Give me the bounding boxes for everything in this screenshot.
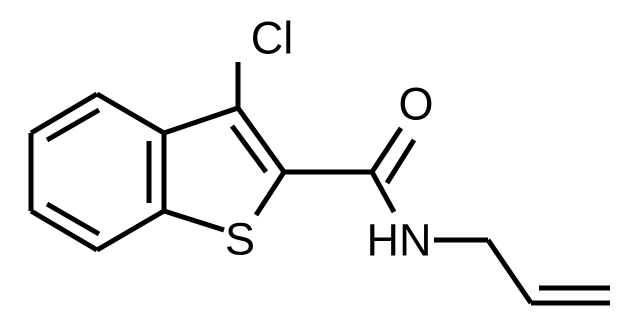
- chlorine-atom-label: Cl: [251, 13, 294, 64]
- bond-c6-c7: [29, 208, 99, 253]
- bond-carbonyl-n: [369, 170, 397, 214]
- bond-c3-c2: [235, 106, 287, 174]
- bond-c3a-c4: [95, 91, 166, 136]
- bond-c3-c2-inner: [229, 124, 269, 174]
- benzene-ring: [28, 91, 167, 253]
- bond-c2-s: [253, 170, 287, 217]
- carboxamide-group: [284, 126, 417, 214]
- bond-c4-c5-inner: [45, 107, 101, 143]
- bond-c6-c7-inner: [45, 201, 101, 237]
- bond-c4-c5: [29, 91, 99, 136]
- bond-c3a-c3: [163, 105, 239, 136]
- thiophene-ring: [163, 105, 287, 233]
- bond-ch2-ch: [485, 238, 534, 305]
- bond-s-c7a: [163, 208, 225, 233]
- bond-c7-c7a: [95, 208, 166, 253]
- allyl-chain: [434, 237, 610, 306]
- bond-carbonyl-o-inner: [384, 138, 417, 185]
- bond-carbonyl-o: [369, 126, 404, 174]
- amide-nitrogen-label: HN: [367, 215, 432, 266]
- sulfur-atom-label: S: [225, 214, 255, 265]
- carbonyl-oxygen-label: O: [398, 79, 433, 130]
